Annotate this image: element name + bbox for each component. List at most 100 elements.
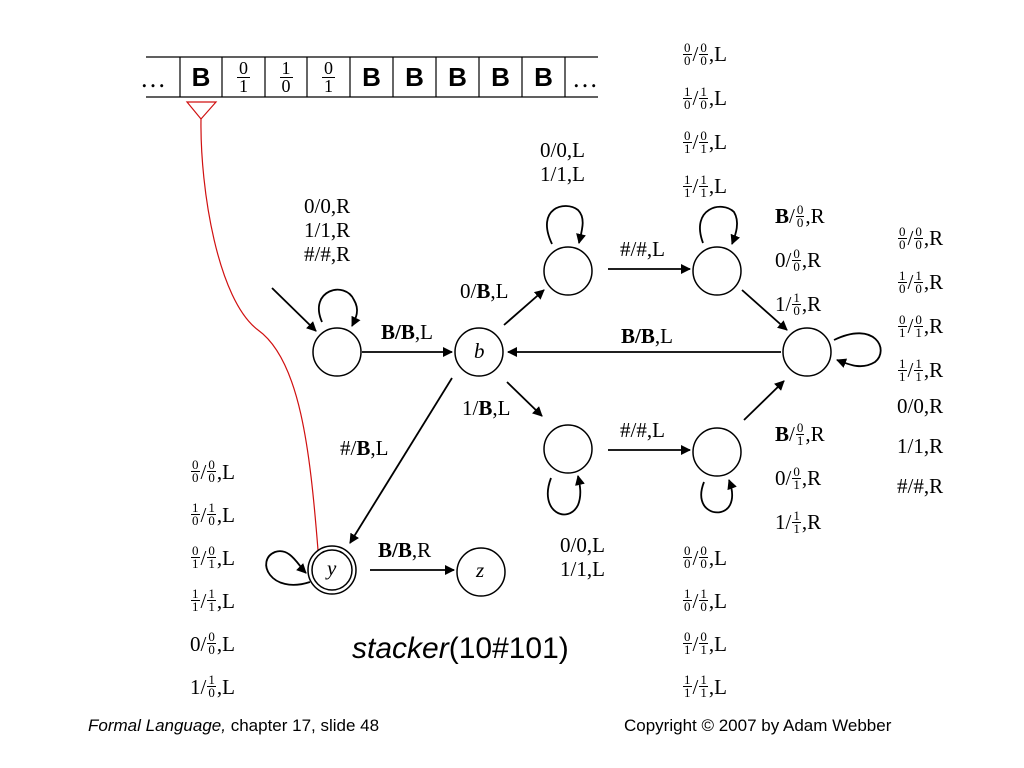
b-to-y-label: #/B,L [340, 436, 389, 460]
state-z-label: z [476, 558, 485, 582]
loop-lower1 [546, 475, 585, 516]
tape-cell: B [436, 57, 479, 97]
y-to-z-label: B/B,R [378, 538, 432, 562]
loop-upper2 [699, 205, 740, 245]
state-y-inner [311, 549, 353, 591]
tape-symbol-blank: B [534, 61, 553, 92]
state-start [312, 327, 362, 377]
b-to-lower-label: 1/B,L [462, 396, 511, 420]
edge-b-y [349, 377, 453, 544]
edge-entry [271, 287, 317, 332]
state-y-outer [307, 545, 357, 595]
edge-lower2-right [743, 380, 785, 421]
state-right [782, 327, 832, 377]
state-b [454, 327, 504, 377]
state-b-label: b [474, 339, 485, 363]
lower1-to-lower2-label: #/#,L [620, 418, 665, 442]
loop-upper1 [546, 205, 586, 245]
state-z [456, 547, 506, 597]
states [307, 246, 832, 597]
state-upper-1 [543, 246, 593, 296]
tape-ellipsis-right: … [572, 64, 598, 93]
transitions [265, 205, 882, 586]
edge-upper2-right [741, 289, 788, 331]
tape-symbol-blank: B [448, 61, 467, 92]
caption: stacker(10#101) [352, 632, 569, 665]
right-to-b-label: B/B,L [621, 324, 673, 348]
state-lower-2 [692, 427, 742, 477]
tape-cell: B [180, 57, 222, 97]
tape-head-pointer [185, 101, 319, 551]
edge-b-upper1 [503, 289, 545, 326]
start-loop-label: 0/0,R 1/1,R #/#,R [304, 194, 351, 266]
footer-left: Formal Language, chapter 17, slide 48 [88, 716, 380, 735]
loop-right [833, 332, 882, 368]
loop-y [265, 550, 311, 586]
upper1-to-upper2-label: #/#,L [620, 237, 665, 261]
b-to-upper-label: 0/B,L [460, 279, 509, 303]
tape-symbol-blank: B [191, 61, 211, 92]
tape-cell: B [479, 57, 522, 97]
tape-symbol-blank: B [362, 61, 381, 92]
state-upper-2 [692, 246, 742, 296]
start-to-b-label: B/B,L [381, 320, 433, 344]
lower1-loop-label: 0/0,L 1/1,L [560, 533, 605, 581]
state-lower-1 [543, 424, 593, 474]
